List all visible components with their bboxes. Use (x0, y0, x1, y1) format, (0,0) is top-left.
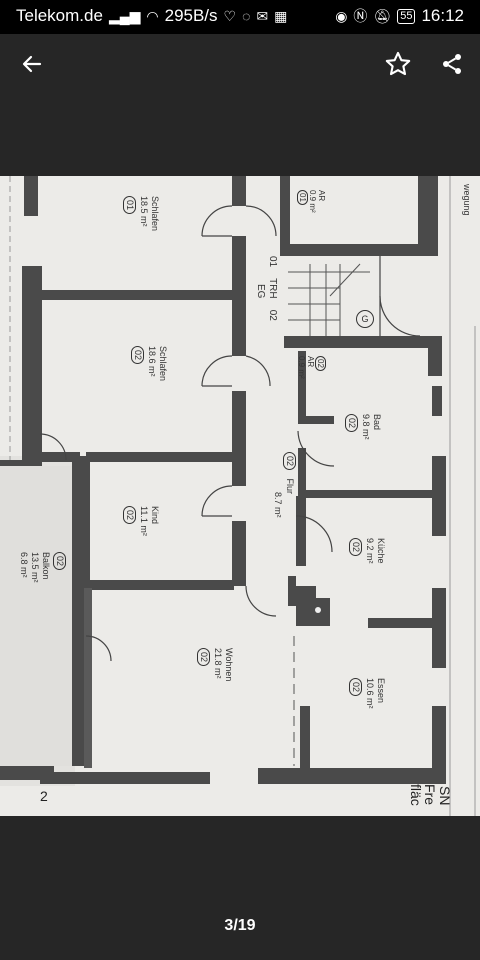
share-button[interactable] (432, 44, 472, 84)
news-icon: ▦ (274, 8, 288, 24)
room-area: 10.6 m² (365, 678, 375, 709)
room-code: 02 (53, 552, 66, 571)
room-ar-1: AR 0.9 m² 01 (297, 190, 349, 219)
room-area: 21.8 m² (213, 648, 223, 679)
stair-label: 01 TRH 02 (267, 256, 343, 321)
eye-icon: ◉ (335, 8, 348, 24)
footer-number: 2 (40, 788, 48, 804)
stair-g-marker: G (356, 310, 374, 328)
mute-icon: 🔕︎ (373, 8, 392, 24)
room-balkon: 02 Balkon 13.5 m² 6.8 m² (19, 552, 97, 600)
room-code: 01 (123, 196, 136, 215)
room-code: 02 (197, 648, 210, 667)
room-bad: Bad 9.8 m² 02 (345, 414, 408, 451)
network-speed: 295B/s (164, 6, 218, 25)
room-schlafen-1: Schlafen 18.5 m² 01 (118, 176, 178, 256)
footer-text: fläc (408, 784, 424, 806)
status-bar: Telekom.de ▂▄▆ ◠ 295B/s ♡ ◌ ✉ ▦ ◉ Ⓝ 🔕︎ 5… (0, 0, 480, 34)
room-code: 02 (349, 678, 362, 697)
room-wohnen: Wohnen 21.8 m² 02 (197, 648, 267, 685)
room-name: Bad (372, 414, 382, 431)
image-viewer[interactable]: Schlafen 18.5 m² 01 AR 0.9 m² 01 Schlafe… (0, 176, 480, 816)
room-flur: 02 Flur 8.7 m² (273, 452, 362, 518)
signal-icon: ▂▄▆ (108, 8, 141, 24)
room-code: 02 (349, 538, 362, 557)
heart-icon: ♡ (223, 8, 237, 24)
room-essen: Essen 10.6 m² 02 (349, 678, 417, 715)
room-area: 11.1 m² (139, 506, 149, 536)
room-area-secondary: 6.8 m² (19, 552, 29, 578)
room-code: 02 (315, 356, 326, 371)
room-code: 02 (345, 414, 358, 433)
room-area: 9.2 m² (365, 538, 375, 564)
room-area: 0.9 m² (297, 356, 306, 379)
room-code: 02 (283, 452, 296, 471)
room-kind: Kind 11.1 m² 02 (123, 506, 190, 543)
room-name: Flur (285, 478, 295, 495)
room-area: 13.5 m² (30, 552, 40, 583)
room-name: Essen (376, 678, 386, 704)
floor-plan-image (0, 176, 480, 816)
room-code: 01 (297, 190, 308, 205)
share-icon (443, 54, 461, 74)
arrow-left-icon (22, 55, 42, 73)
room-name: AR (306, 356, 315, 368)
room-area: 18.5 m² (139, 196, 149, 227)
mail-icon: ✉ (256, 8, 269, 24)
stair-code: 02 (267, 309, 278, 321)
battery-icon: 55 (397, 8, 416, 24)
wifi-icon: ◠ (146, 8, 159, 24)
room-code: 02 (131, 346, 144, 365)
room-area: 9.8 m² (361, 414, 371, 440)
room-area: 0.9 m² (308, 190, 317, 213)
room-name: AR (317, 190, 326, 202)
room-name: Schlafen (150, 196, 160, 232)
app-bar (0, 34, 480, 94)
plan-header-fragment: wegung (462, 184, 472, 216)
stair-level: EG (255, 284, 266, 299)
whatsapp-icon: ◌ (242, 8, 251, 24)
carrier-name: Telekom.de (16, 6, 103, 25)
star-outline-icon (385, 51, 411, 76)
room-area: 8.7 m² (273, 492, 283, 518)
back-button[interactable] (12, 44, 52, 84)
room-name: Schlafen (158, 346, 168, 382)
room-name: Kind (150, 506, 160, 525)
page-indicator: 3/19 (224, 917, 256, 934)
room-name: Küche (376, 538, 386, 564)
room-area: 18.6 m² (147, 346, 157, 377)
room-name: Wohnen (224, 648, 234, 682)
nfc-icon: Ⓝ (353, 8, 368, 24)
room-kueche: Küche 9.2 m² 02 (349, 538, 412, 575)
room-ar-2: 02 AR 0.9 m² (297, 356, 349, 385)
favorite-button[interactable] (378, 44, 418, 84)
stair-code: 01 (267, 256, 278, 268)
clock: 16:12 (421, 6, 464, 25)
room-code: 02 (123, 506, 136, 525)
room-name: Balkon (41, 552, 51, 580)
room-schlafen-2: Schlafen 18.6 m² 02 (131, 346, 203, 383)
